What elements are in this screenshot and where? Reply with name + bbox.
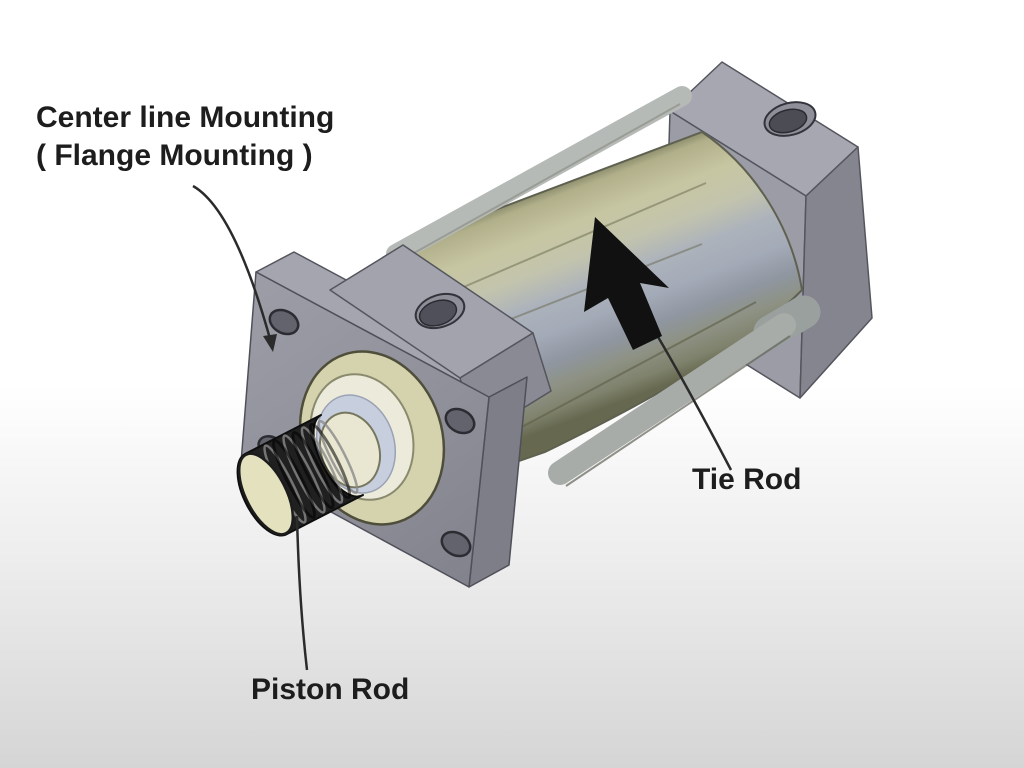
port-hole-front — [414, 292, 466, 330]
tie-rod-bottom — [548, 295, 821, 487]
label-piston-rod-text: Piston Rod — [251, 673, 410, 706]
leader-arrowhead-flange — [263, 334, 277, 352]
label-flange-mounting-line2: ( Flange Mounting ) — [36, 139, 313, 172]
leader-line-flange — [192, 184, 274, 347]
flange-bolt-hole-top-right — [444, 407, 476, 435]
tie-rod-top — [386, 86, 692, 264]
piston-rod-end-face — [237, 452, 295, 536]
barrel-seam-line-lower — [519, 301, 757, 429]
label-flange-mounting: Center line Mounting ( Flange Mounting ) — [36, 99, 334, 175]
barrel-highlight-line-upper — [451, 182, 707, 293]
port-hole-rear — [763, 101, 817, 137]
label-tie-rod-text: Tie Rod — [692, 463, 802, 496]
piston-rod-threaded — [236, 414, 364, 537]
flange-bolt-hole-bottom-right — [440, 530, 472, 558]
label-piston-rod: Piston Rod — [251, 671, 409, 709]
flange-bolt-hole-top-left — [268, 308, 300, 336]
label-tie-rod: Tie Rod — [692, 461, 801, 499]
label-flange-mounting-line1: Center line Mounting — [36, 101, 335, 134]
cursor-arrow-icon — [584, 217, 669, 350]
thread-shadows — [272, 422, 352, 519]
leader-line-piston-rod — [295, 515, 309, 671]
